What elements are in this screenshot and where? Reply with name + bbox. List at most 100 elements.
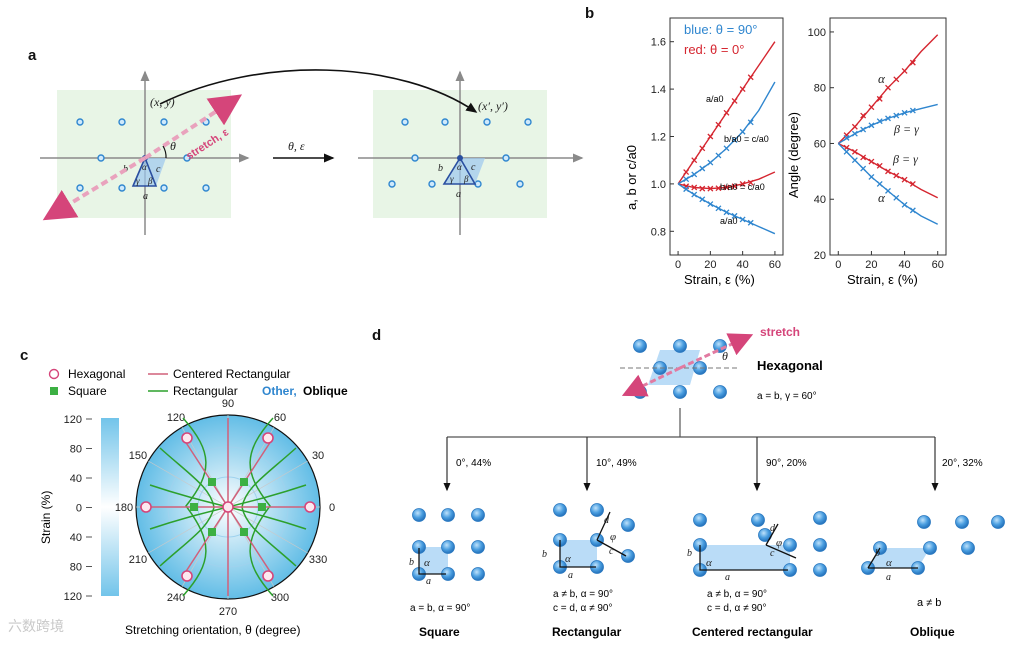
y-tick-label-1-4: 100 [808,27,826,39]
x-tick-label-1-3: 60 [932,259,944,271]
legend-other: Other, [262,384,297,398]
polar-spoke-210 [148,506,229,554]
strain-tick-3: 0 [76,503,82,515]
series-marker-0-0-3 [707,133,714,140]
angle-label-alpha-red: α [878,71,886,86]
series-marker-0-2-4 [715,152,722,159]
xlabel-right: Strain, ε (%) [847,272,918,287]
y-tick-label-0-3: 1.4 [651,84,666,96]
series-marker-1-1-3 [868,122,875,129]
series-marker-0-3-6 [731,212,738,219]
y-tick-label-1-0: 20 [814,250,826,262]
polar-spoke-330 [227,506,308,554]
panel-label-b: b [585,5,594,22]
oblique-condition: a ≠ b [917,597,941,609]
hexagonal-marker-1 [262,432,274,444]
series-marker-0-1-6 [731,183,738,190]
series-marker-1-2-2 [860,154,867,161]
label-gamma-before: γ [136,176,140,186]
polar-angle-label-1: 60 [274,412,286,424]
square-ball-4 [441,540,455,554]
series-marker-0-0-7 [739,86,746,93]
series-marker-1-1-1 [851,130,858,137]
title-oblique: Oblique [910,625,955,639]
x-tick-label-1-0: 0 [835,259,841,271]
series-marker-1-3-4 [876,180,883,187]
svg-text:b: b [409,557,414,568]
xlabel-left: Strain, ε (%) [684,272,755,287]
hexagonal-marker-3 [262,570,274,582]
centrect-cell [700,545,790,570]
series-marker-0-3-3 [707,201,714,208]
hexagonal-title: Hexagonal [757,358,823,373]
lattice-before-bg [57,90,231,218]
polar-curve-5 [227,484,307,508]
branch-param-1: 10°, 49% [596,458,637,469]
ylabel-left: a, b or c/a0 [624,145,639,210]
curve-label-a-blue: a/a0 [720,216,738,226]
y-tick-label-0-1: 1.0 [651,179,666,191]
centrect-ball-8 [813,563,827,577]
curve-label-a-red: a/a0 [706,94,724,104]
series-marker-0-3-0 [683,186,690,193]
x-tick-label-0-1: 20 [704,259,716,271]
transform-label: θ, ε [288,139,305,153]
polar-angle-label-8: 210 [129,554,147,566]
series-marker-1-0-4 [876,95,883,102]
ylabel-strain: Strain (%) [39,491,53,544]
series-marker-0-0-1 [691,157,698,164]
svg-text:b: b [875,548,880,559]
polar-angle-label-4: 330 [309,554,327,566]
watermark: 六数跨境 [8,619,64,635]
oblique-ball-4 [923,541,937,555]
series-marker-0-2-1 [691,171,698,178]
series-marker-1-2-6 [893,172,900,179]
legend-hexagonal: Hexagonal [68,367,125,381]
label-beta-before: β [147,176,153,186]
rect-ball-6 [621,518,635,532]
triangle-before [131,155,158,187]
oblique-ball-5 [961,541,975,555]
oblique-ball-1 [955,515,969,529]
panel-label-a: a [28,47,37,64]
strain-tick-4: 40 [70,532,82,544]
title-rectangular: Rectangular [552,625,622,639]
series-marker-0-0-6 [731,97,738,104]
series-marker-0-0-5 [723,109,730,116]
series-marker-1-0-6 [893,76,900,83]
series-marker-1-2-7 [901,176,908,183]
series-marker-1-0-1 [851,123,858,130]
strain-tick-6: 120 [64,591,82,603]
square-marker-2 [208,528,216,536]
series-line-1-0 [837,34,939,144]
x-tick-label-0-0: 0 [675,259,681,271]
hex-ball-7 [713,385,727,399]
series-marker-0-2-7 [739,128,746,135]
series-marker-1-3-3 [868,173,875,180]
series-marker-1-0-7 [901,68,908,74]
title-centered-rect: Centered rectangular [692,625,813,639]
unit-cell-before [133,158,166,186]
label-c-after: c [471,162,476,173]
svg-text:d: d [604,515,610,526]
cell-vectors [418,511,918,575]
panel-d: d stretch θ Hexagonal a = b, γ = 60° 0°,… [372,325,1005,639]
hexagonal-marker-5 [304,501,316,513]
curve-label-b-blue: b/a0 = c/a0 [724,134,769,144]
series-marker-0-1-8 [747,179,754,186]
x-tick-label-1-1: 20 [865,259,877,271]
y-tick-label-0-4: 1.6 [651,37,666,49]
series-marker-0-2-6 [731,137,738,144]
polar-angle-label-11: 120 [167,412,185,424]
series-marker-0-0-0 [683,169,690,176]
legend-square: Square [68,384,107,398]
xlabel-orientation: Stretching orientation, θ (degree) [125,623,300,637]
legend-hex-marker [48,368,60,380]
series-marker-1-3-8 [909,207,916,214]
hexagonal-marker-4 [140,501,152,513]
polar-angle-label-7: 240 [167,592,185,604]
series-marker-1-1-4 [876,118,883,125]
hex-ball-5 [633,385,647,399]
series-marker-0-1-7 [739,180,746,187]
